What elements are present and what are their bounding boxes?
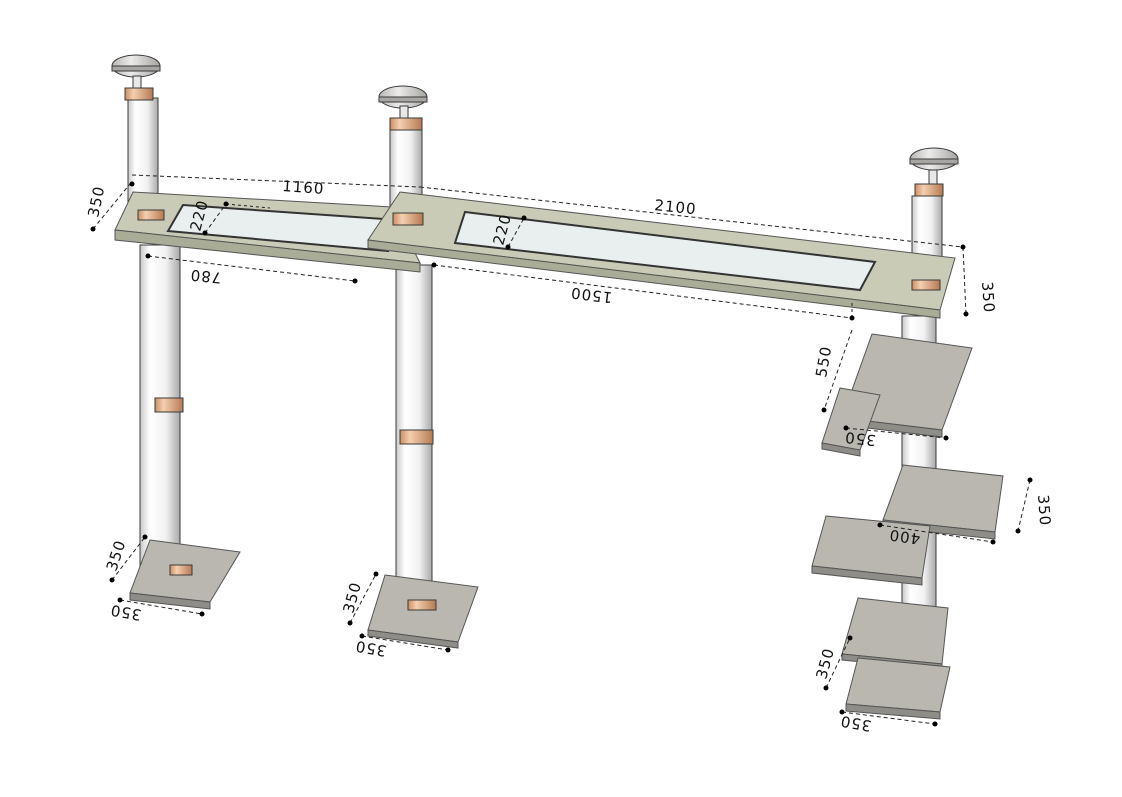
tray-right — [367, 191, 956, 319]
ring-middle-top — [392, 212, 424, 226]
dim-base-right-depth: 350 — [812, 646, 838, 681]
dim-shelf1-height: 550 — [812, 344, 835, 378]
dim-left-tray-length: 1160 — [282, 177, 325, 198]
ceiling-cap-right — [909, 147, 959, 197]
dim-base-left-width: 350 — [109, 601, 143, 624]
dim-shelf1-width: 350 — [843, 428, 876, 449]
pole-left — [127, 97, 193, 579]
dim-base-right-width: 350 — [839, 712, 873, 735]
dim-right-tray-length: 2100 — [654, 196, 698, 218]
ceiling-cap-icon — [111, 54, 161, 101]
tray-icon — [114, 191, 421, 273]
dimension-dots — [90, 181, 1033, 727]
dim-shelf2-width: 400 — [888, 526, 922, 548]
shelf-back-small — [821, 387, 881, 457]
dimension-lines — [92, 174, 1031, 725]
ring-left-top — [137, 209, 165, 221]
dim-right-tray-width: 350 — [978, 281, 998, 314]
dim-left-opening-length: 780 — [189, 266, 222, 287]
ceiling-cap-middle — [378, 85, 428, 131]
dim-base-left-depth: 350 — [103, 538, 130, 574]
dim-left-tray-width: 350 — [84, 184, 108, 219]
shelf-lower — [811, 515, 931, 586]
dim-shelf2-depth: 350 — [1034, 494, 1054, 527]
dim-base-mid-width: 350 — [354, 637, 388, 660]
base-plate-middle — [367, 574, 479, 649]
dim-base-mid-depth: 350 — [339, 580, 365, 615]
base-plate-icon — [129, 539, 241, 610]
ring-right-top — [911, 279, 941, 291]
dim-right-opening-length: 1500 — [569, 283, 613, 306]
shelf-bottom-base — [845, 657, 951, 720]
